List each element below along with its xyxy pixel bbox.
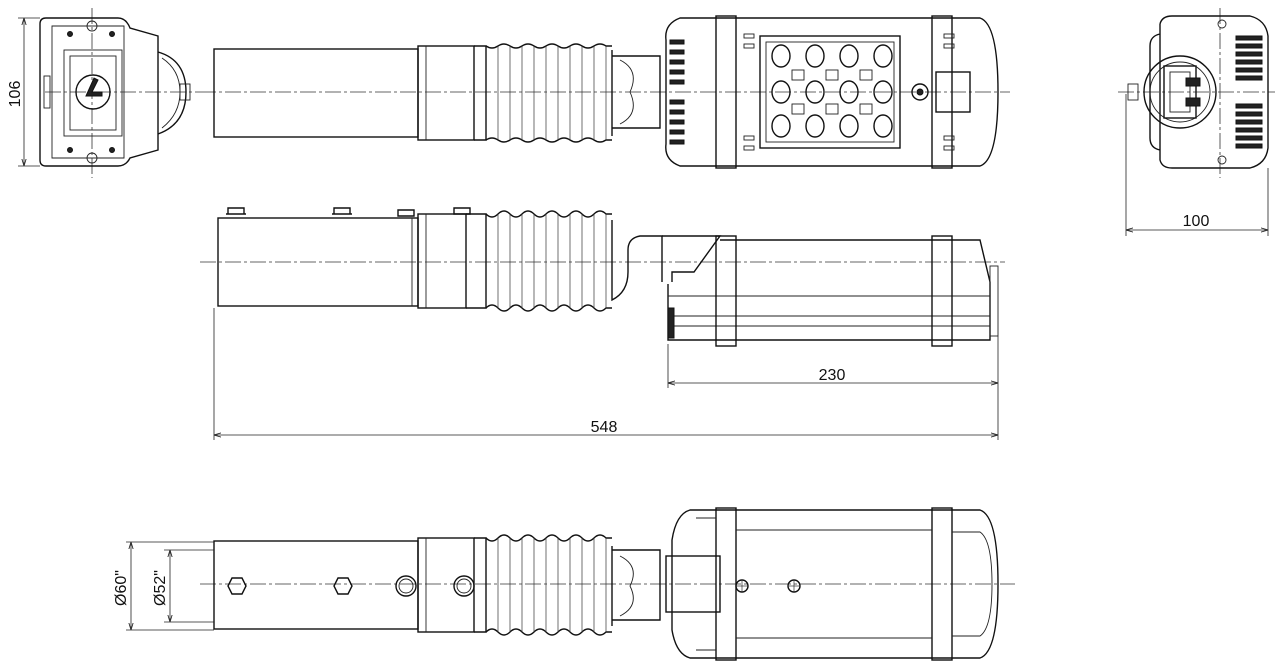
- dim-label-width: 100: [1183, 213, 1210, 230]
- corrugated-sleeve-top: [485, 43, 612, 143]
- side-view: [200, 207, 1005, 440]
- left-end-view: [18, 8, 200, 178]
- dim-label-inner-diameter: Ø52": [152, 570, 169, 606]
- corrugated-sleeve-bottom: [485, 534, 612, 636]
- dim-label-outer-diameter: Ø60": [113, 570, 130, 606]
- corrugated-sleeve-side: [485, 210, 612, 312]
- dim-label-total-length: 548: [591, 419, 618, 436]
- dim-label-height: 106: [7, 81, 24, 108]
- led-array: [771, 44, 893, 138]
- fins-end: [1235, 35, 1263, 149]
- bottom-view: [126, 507, 1015, 661]
- right-end-view: [1118, 8, 1275, 236]
- top-view: [200, 15, 1010, 169]
- dim-label-housing-length: 230: [819, 367, 846, 384]
- fins-top: [669, 39, 685, 145]
